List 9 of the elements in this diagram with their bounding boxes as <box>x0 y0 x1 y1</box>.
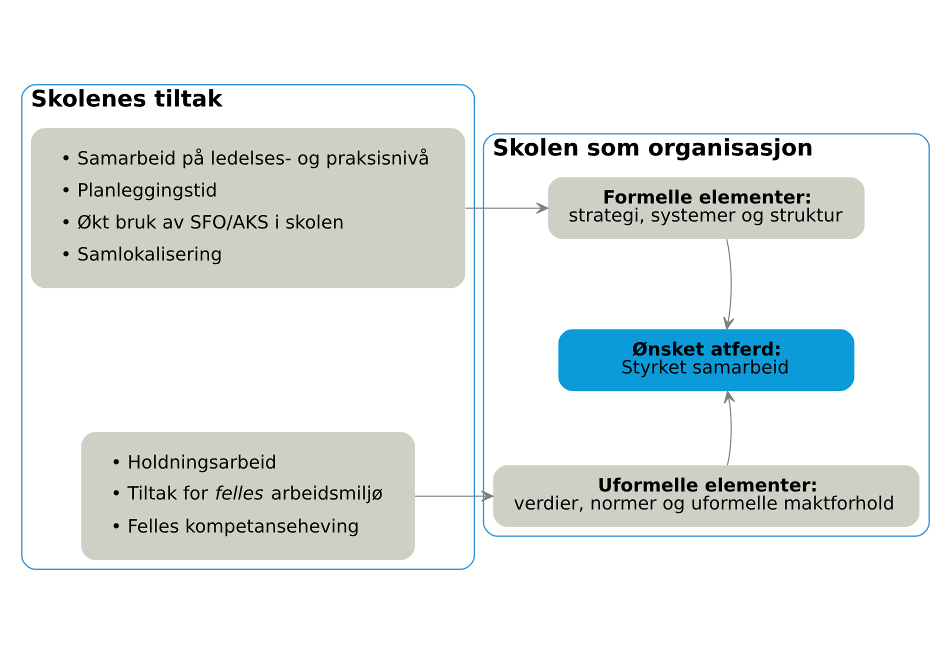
arrow <box>415 490 494 502</box>
node-box: • Holdningsarbeid • Tiltak for felles arbeidsmiljø • Felles kompetanseheving <box>81 432 415 560</box>
node-box: Formelle elementer: strategi, systemer og struktur <box>548 177 865 239</box>
arrow <box>724 390 736 466</box>
node-box: Ønsket atferd: Styrket samarbeid <box>558 329 854 391</box>
arrow <box>723 239 734 330</box>
arrow <box>466 202 548 214</box>
node-box: Uformelle elementer: verdier, normer og uformelle maktforhold <box>493 465 920 527</box>
node-box: • Samarbeid på ledelses- og praksisnivå • Planleggingstid • Økt bruk av SFO/AKS i skolen • Samlokalisering <box>30 128 466 288</box>
